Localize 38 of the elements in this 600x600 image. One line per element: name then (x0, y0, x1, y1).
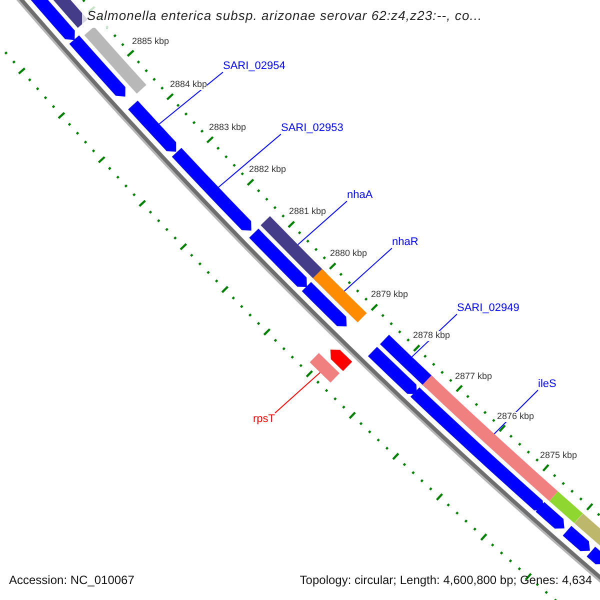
leader-line (274, 372, 321, 414)
gene-feature (302, 282, 347, 326)
leader-line (344, 248, 392, 292)
scale-label: 2878 kbp (413, 331, 450, 341)
gene-label: ileS (538, 378, 556, 390)
gene-label: nhaR (392, 236, 418, 248)
gene-feature (172, 148, 252, 231)
gene-feature (368, 346, 417, 394)
gene-feature (249, 228, 307, 288)
gene-feature (562, 526, 590, 552)
gene-label: nhaA (347, 189, 373, 202)
gene-feature (310, 353, 340, 383)
gene-label: SARI_02954 (223, 60, 286, 72)
leader-line (297, 200, 348, 246)
gene-label: rpsT (253, 413, 275, 426)
gene-feature (69, 35, 126, 97)
gene-label: SARI_02949 (457, 302, 520, 314)
scale-label: 2884 kbp (170, 80, 208, 90)
scale-label: 2876 kbp (497, 412, 534, 422)
gene-feature (330, 350, 352, 372)
scale-label: 2882 kbp (249, 165, 286, 175)
gene-feature (536, 502, 564, 529)
leader-line (158, 72, 224, 125)
gene-feature (312, 268, 367, 322)
scale-label: 2875 kbp (540, 451, 578, 461)
accession-text: Accession: NC_010067 (9, 574, 134, 588)
genome-stats-text: Topology: circular; Length: 4,600,800 bp; Genes: 4,634 (300, 574, 592, 588)
scale-label: 2883 kbp (209, 123, 246, 133)
leader-line (218, 134, 282, 188)
gene-feature (128, 100, 176, 152)
scale-label: 2879 kbp (371, 290, 408, 300)
scale-label: 2877 kbp (455, 372, 492, 382)
gene-label: SARI_02953 (281, 122, 344, 134)
gene-feature (586, 546, 600, 564)
scale-label: 2881 kbp (289, 207, 326, 217)
gene-feature (549, 491, 583, 524)
scale-label: 2880 kbp (330, 249, 368, 259)
scale-label: 2885 kbp (132, 37, 170, 47)
